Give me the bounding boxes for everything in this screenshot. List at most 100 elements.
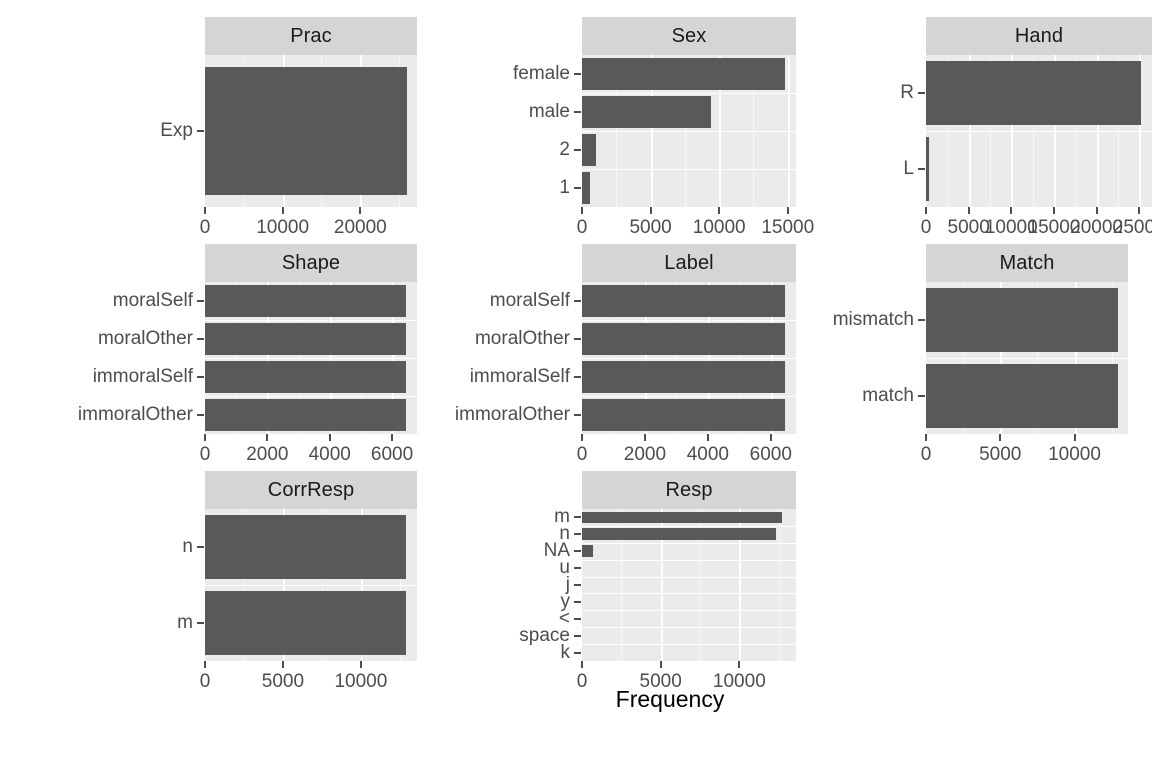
x-axis-tick <box>649 207 652 214</box>
y-axis-tick-label: Exp <box>160 120 193 141</box>
x-axis-tick-label: 0 <box>576 671 588 692</box>
y-axis-tick <box>574 111 581 113</box>
facet-panel-label: Label <box>582 244 796 434</box>
x-axis-tick <box>659 661 662 668</box>
y-axis-tick <box>197 300 204 302</box>
y-axis-tick <box>574 149 581 151</box>
bar <box>926 61 1141 125</box>
y-axis-tick-label: m <box>554 506 570 528</box>
x-axis-tick-label: 5000 <box>639 671 682 692</box>
y-axis-tick <box>574 73 581 75</box>
facet-strip-label: CorrResp <box>205 471 417 509</box>
y-axis-tick <box>574 600 581 603</box>
gridline-horizontal <box>582 93 796 94</box>
panel-background <box>205 282 417 434</box>
x-axis-tick <box>1052 207 1055 214</box>
x-axis-tick-label: 10000 <box>256 217 310 238</box>
gridline-horizontal <box>582 644 796 646</box>
gridline-horizontal <box>582 576 796 578</box>
x-axis-tick <box>281 661 284 668</box>
x-axis-tick <box>328 434 331 441</box>
panel-background <box>926 55 1152 207</box>
x-axis-tick <box>925 434 927 441</box>
x-axis-tick-label: 5000 <box>629 217 672 238</box>
panel-background <box>205 509 417 661</box>
facet-strip-label: Sex <box>582 17 796 55</box>
facet-panel-sex: Sex <box>582 17 796 207</box>
x-axis-tick-label: 6000 <box>370 444 414 465</box>
y-axis-tick-label: immoralOther <box>77 404 193 425</box>
x-axis-tick-label: 2000 <box>246 444 289 465</box>
gridline-horizontal <box>582 169 796 170</box>
gridline-horizontal <box>205 396 417 397</box>
x-axis-tick <box>581 207 583 214</box>
x-axis-tick <box>1010 207 1013 214</box>
facet-panel-match: Match <box>926 244 1128 434</box>
x-axis-tick <box>266 434 269 441</box>
y-axis-tick-label: k <box>560 641 571 663</box>
x-axis-tick-label: 4000 <box>308 444 351 465</box>
x-axis-tick <box>204 434 206 441</box>
bar <box>582 172 591 204</box>
bar <box>205 399 407 431</box>
y-axis-tick-label: space <box>519 624 570 646</box>
bar <box>582 285 785 317</box>
x-axis-tick-label: 15000 <box>761 217 815 238</box>
facet-strip-label: Resp <box>582 471 796 509</box>
gridline-horizontal <box>582 131 796 132</box>
gridline-horizontal <box>582 559 796 561</box>
gridline-major <box>660 509 663 661</box>
gridline-horizontal <box>205 585 417 586</box>
x-axis-tick <box>786 207 789 214</box>
bar <box>205 515 407 579</box>
panel-background <box>582 55 796 207</box>
x-axis-tick <box>925 207 927 214</box>
x-axis-tick-label: 10000 <box>1048 444 1101 465</box>
y-axis-tick <box>918 319 925 321</box>
bar <box>582 323 785 355</box>
y-axis-tick <box>918 92 925 94</box>
facet-strip-label: Hand <box>926 17 1152 55</box>
x-axis-tick-label: 0 <box>199 444 211 465</box>
x-axis-tick <box>718 207 721 214</box>
y-axis-tick <box>574 187 581 189</box>
x-axis-tick-label: 20000 <box>1070 217 1123 238</box>
y-axis-tick-label: m <box>177 612 193 633</box>
bar <box>582 399 785 431</box>
bar <box>582 361 785 393</box>
y-axis-tick <box>574 300 581 302</box>
x-axis-tick <box>706 434 709 441</box>
y-axis-tick <box>574 338 581 340</box>
x-axis-tick-label: 25000 <box>1112 217 1152 238</box>
facet-panel-hand: Hand <box>926 17 1152 207</box>
gridline-horizontal <box>582 396 796 397</box>
bar <box>205 285 407 317</box>
x-axis-tick-label: 20000 <box>333 217 387 238</box>
x-axis-tick <box>204 207 206 214</box>
y-axis-tick-label: female <box>512 63 570 84</box>
y-axis-tick-label: moralSelf <box>112 290 193 311</box>
facet-panel-prac: Prac <box>205 17 417 207</box>
gridline-horizontal <box>582 610 796 612</box>
gridline-horizontal <box>582 627 796 629</box>
x-axis-tick-label: 6000 <box>749 444 792 465</box>
y-axis-tick <box>574 550 581 553</box>
y-axis-tick-label: mismatch <box>832 309 914 330</box>
y-axis-tick-label: R <box>900 82 914 103</box>
facet-strip-label: Prac <box>205 17 417 55</box>
x-axis-tick-label: 0 <box>199 217 211 238</box>
y-axis-tick-label: < <box>558 607 570 629</box>
y-axis-tick-label: j <box>565 574 570 595</box>
x-axis-tick <box>581 434 583 441</box>
y-axis-tick <box>197 414 204 416</box>
bar <box>205 67 407 195</box>
y-axis-tick-label: moralOther <box>97 328 193 349</box>
y-axis-tick <box>574 651 581 654</box>
facet-strip-label: Label <box>582 244 796 282</box>
y-axis-tick-label: u <box>559 557 570 579</box>
y-axis-tick-label: 1 <box>559 177 570 198</box>
bar <box>582 58 786 90</box>
bar <box>926 288 1118 352</box>
y-axis-tick <box>574 516 581 519</box>
